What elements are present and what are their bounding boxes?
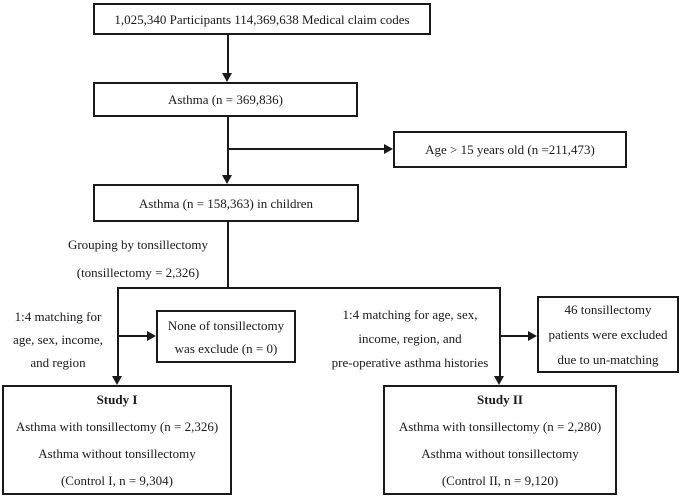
split-line: [117, 287, 501, 289]
age-exclusion-text: Age > 15 years old (n =211,473): [425, 142, 595, 157]
asthma-total-text: Asthma (n = 369,836): [168, 92, 283, 107]
arrowhead-down: [112, 376, 122, 385]
study2-box: Study II Asthma with tonsillectomy (n = …: [383, 385, 617, 495]
connector-asthma-to-children: [227, 117, 229, 176]
study2-line: Asthma with tonsillectomy (n = 2,280): [398, 419, 602, 434]
arrowhead-down: [494, 376, 504, 385]
asthma-children-text: Asthma (n = 158,363) in children: [138, 195, 314, 211]
arrowhead-down: [222, 73, 232, 82]
unmatched-excluded-line: patients were excluded: [548, 327, 668, 342]
matching-left-line: age, sex, income,: [13, 332, 103, 347]
arrowhead-right: [528, 331, 537, 341]
arrowhead-right: [384, 144, 393, 154]
unmatched-excluded-box: 46 tonsillectomy patients were excluded …: [537, 296, 679, 373]
asthma-total-box: Asthma (n = 369,836): [93, 82, 358, 117]
unmatched-excluded-line: due to un-matching: [557, 352, 659, 367]
connector-children-to-split: [227, 222, 229, 289]
matching-right-line: pre-operative asthma histories: [331, 355, 489, 370]
connector-right-to-study2: [499, 287, 501, 377]
study2-line: (Control II, n = 9,120): [441, 473, 559, 488]
connector-participants-to-asthma: [227, 35, 229, 74]
connector-to-unmatched-excluded: [500, 335, 529, 337]
arrowhead-right: [147, 331, 156, 341]
grouping-label-line: (tonsillectomy = 2,326): [76, 265, 200, 280]
matching-right-label: 1:4 matching for age, sex, income, regio…: [318, 303, 502, 375]
matching-right-line: 1:4 matching for age, sex,: [342, 307, 478, 322]
study1-line: (Control I, n = 9,304): [60, 473, 174, 488]
grouping-label: Grouping by tonsillectomy (tonsillectomy…: [40, 234, 236, 283]
none-excluded-line: was exclude (n = 0): [174, 340, 278, 356]
study1-box: Study I Asthma with tonsillectomy (n = 2…: [2, 385, 232, 495]
study2-line: Asthma without tonsillectomy: [421, 446, 579, 461]
age-exclusion-box: Age > 15 years old (n =211,473): [393, 131, 627, 168]
study1-line: Asthma with tonsillectomy (n = 2,326): [15, 419, 219, 434]
asthma-children-box: Asthma (n = 158,363) in children: [93, 184, 359, 222]
grouping-label-line: Grouping by tonsillectomy: [67, 237, 209, 252]
participants-text: 1,025,340 Participants 114,369,638 Medic…: [114, 11, 410, 27]
study2-title: Study II: [477, 392, 523, 407]
none-excluded-box: None of tonsillectomy was exclude (n = 0…: [156, 310, 296, 363]
connector-to-none-excluded: [118, 335, 148, 337]
matching-left-line: 1:4 matching for: [14, 309, 102, 324]
matching-right-line: income, region, and: [358, 331, 462, 346]
matching-left-line: and region: [30, 355, 86, 370]
arrowhead-down: [222, 175, 232, 184]
study1-title: Study I: [96, 392, 138, 407]
unmatched-excluded-line: 46 tonsillectomy: [564, 302, 652, 317]
none-excluded-line: None of tonsillectomy: [167, 317, 285, 333]
study1-line: Asthma without tonsillectomy: [38, 446, 196, 461]
matching-left-label: 1:4 matching for age, sex, income, and r…: [0, 305, 116, 374]
connector-left-to-study1: [117, 287, 119, 377]
participants-box: 1,025,340 Participants 114,369,638 Medic…: [93, 3, 431, 35]
connector-to-age-exclusion: [228, 148, 384, 150]
